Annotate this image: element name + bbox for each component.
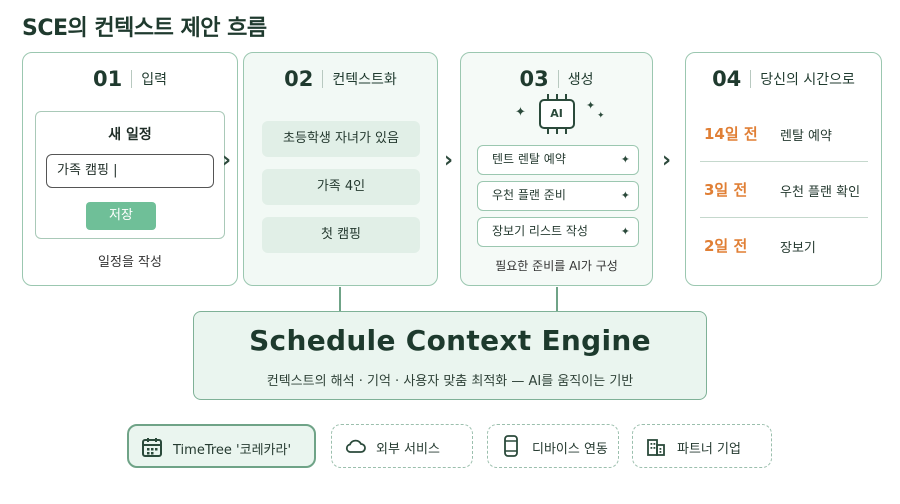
schedule-row: 3일 전 우천 플랜 확인 (700, 175, 868, 205)
form-title: 새 일정 (108, 127, 152, 143)
calendar-icon (142, 438, 162, 457)
step-label: 입력 (141, 72, 167, 88)
step-card-your-time: 04 당신의 시간으로 14일 전 렌탈 예약 3일 전 우천 플랜 확인 2일 … (685, 52, 882, 286)
schedule-row: 2일 전 장보기 (700, 231, 868, 261)
generated-task: 텐트 렌탈 예약 ✦ (477, 145, 639, 175)
context-item: 가족 4인 (262, 169, 420, 205)
generated-task: 우천 플랜 준비 ✦ (477, 181, 639, 211)
source-label: TimeTree '코레카라' (173, 443, 292, 458)
save-button[interactable]: 저장 (86, 202, 156, 230)
source-label: 디바이스 연동 (532, 442, 608, 457)
step-caption: 일정을 작성 (98, 255, 162, 270)
generated-task: 장보기 리스트 작성 ✦ (477, 217, 639, 247)
connector-line (556, 287, 558, 311)
step-number: 03 (519, 67, 549, 91)
days-before: 14일 전 (704, 125, 758, 143)
step-label: 생성 (567, 72, 594, 88)
divider (750, 70, 752, 88)
task-label: 장보기 리스트 작성 (492, 224, 588, 238)
days-before: 3일 전 (704, 181, 748, 199)
source-partner: 파트너 기업 (632, 424, 772, 468)
schedule-task: 장보기 (780, 241, 816, 256)
step-number: 02 (284, 67, 314, 91)
context-item: 초등학생 자녀가 있음 (262, 121, 420, 157)
source-timetree: TimeTree '코레카라' (127, 424, 316, 468)
task-label: 텐트 렌탈 예약 (492, 152, 566, 166)
source-label: 파트너 기업 (677, 442, 741, 457)
flow-arrow: › (662, 148, 672, 173)
step-number: 01 (93, 67, 123, 91)
divider (322, 70, 324, 88)
source-external-service: 외부 서비스 (331, 424, 473, 468)
building-icon (647, 439, 665, 456)
schedule-task: 렌탈 예약 (780, 129, 832, 144)
step-header: 04 당신의 시간으로 (686, 67, 881, 91)
divider (131, 70, 133, 88)
step-label: 당신의 시간으로 (760, 72, 855, 88)
sparkle-icon: ✦ (620, 189, 630, 202)
source-label: 외부 서비스 (376, 442, 440, 457)
sparkle-icon: ✦ (620, 225, 630, 238)
new-event-form: 새 일정 가족 캠핑 | 저장 (35, 111, 225, 239)
step-header: 02 컨텍스트화 (244, 67, 437, 91)
schedule-context-engine: Schedule Context Engine 컨텍스트의 해석 · 기억 · … (193, 311, 707, 400)
context-item: 첫 캠핑 (262, 217, 420, 253)
page-title: SCE의 컨텍스트 제안 흐름 (22, 16, 267, 41)
step-header: 03 생성 (461, 67, 652, 91)
step-number: 04 (712, 67, 742, 91)
divider (700, 217, 868, 218)
event-title-input[interactable]: 가족 캠핑 | (46, 154, 214, 188)
step-header: 01 입력 (23, 67, 237, 91)
engine-description: 컨텍스트의 해석 · 기억 · 사용자 맞춤 최적화 — AI를 움직이는 기반 (266, 374, 634, 389)
step-card-input: 01 입력 새 일정 가족 캠핑 | 저장 일정을 작성 (22, 52, 238, 286)
cloud-icon (345, 439, 366, 453)
task-label: 우천 플랜 준비 (492, 188, 566, 202)
divider (700, 161, 868, 162)
step-label: 컨텍스트화 (332, 72, 397, 88)
days-before: 2일 전 (704, 237, 748, 255)
step-card-generate: 03 생성 AI ✦ ✦ ✦ 텐트 렌탈 예약 ✦ 우천 플랜 준비 ✦ 장보기 리스… (460, 52, 653, 286)
connector-line (339, 287, 341, 311)
ai-chip-label: AI (538, 99, 575, 129)
sparkle-icon: ✦ (620, 153, 630, 166)
source-device-sync: 디바이스 연동 (487, 424, 619, 468)
sparkle-icon: ✦ (597, 111, 605, 121)
step-card-contextualize: 02 컨텍스트화 초등학생 자녀가 있음 가족 4인 첫 캠핑 (243, 52, 438, 286)
engine-name: Schedule Context Engine (249, 324, 651, 357)
sparkle-icon: ✦ (515, 105, 526, 120)
step-caption: 필요한 준비를 AI가 구성 (495, 259, 618, 273)
flow-arrow: › (444, 148, 454, 173)
schedule-task: 우천 플랜 확인 (780, 185, 861, 200)
schedule-row: 14일 전 렌탈 예약 (700, 119, 868, 149)
sparkle-icon: ✦ (586, 99, 596, 112)
device-icon (504, 435, 518, 457)
flow-arrow: › (222, 148, 232, 173)
divider (557, 70, 559, 88)
